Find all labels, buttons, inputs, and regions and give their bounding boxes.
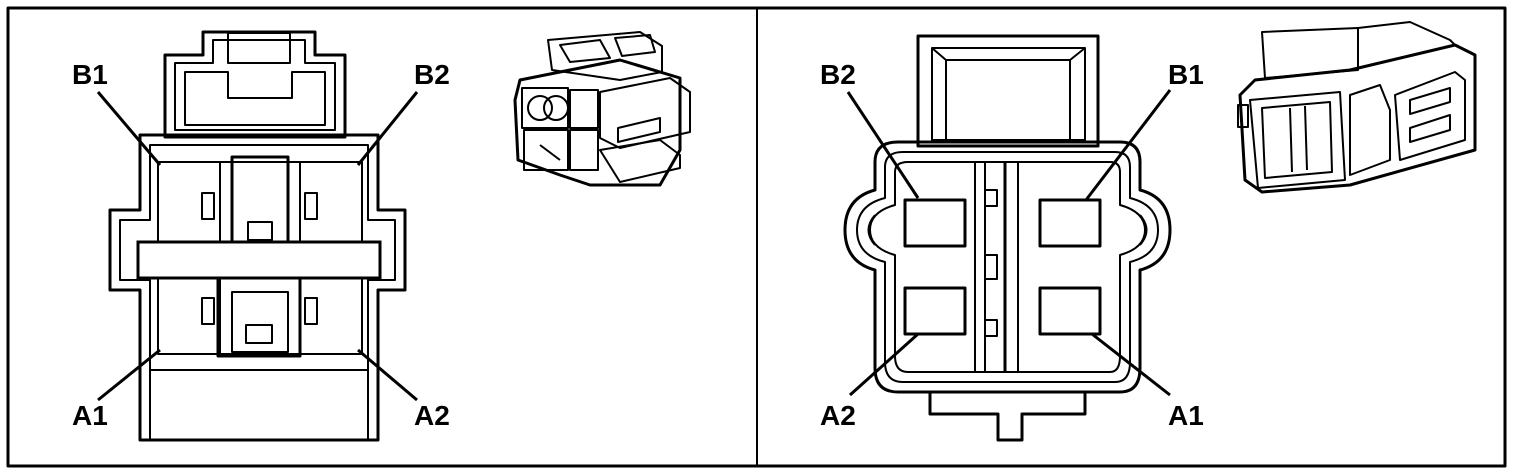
right-connector-isometric-image [1237, 21, 1477, 194]
left-connector-isometric-image [513, 31, 691, 187]
right-pin-label-b1: B1 [1168, 59, 1204, 90]
left-pin-label-a1: A1 [72, 400, 108, 431]
right-pin-label-a2: A2 [820, 400, 856, 431]
left-pin-label-b1: B1 [72, 59, 108, 90]
left-pin-label-a2: A2 [414, 400, 450, 431]
left-connector-face [108, 30, 407, 442]
right-leader-lines [846, 89, 1172, 397]
left-pin-label-b2: B2 [414, 59, 450, 90]
left-leader-lines [96, 91, 419, 402]
right-pin-label-a1: A1 [1168, 400, 1204, 431]
right-pin-label-b2: B2 [820, 59, 856, 90]
right-connector-face [843, 34, 1172, 442]
